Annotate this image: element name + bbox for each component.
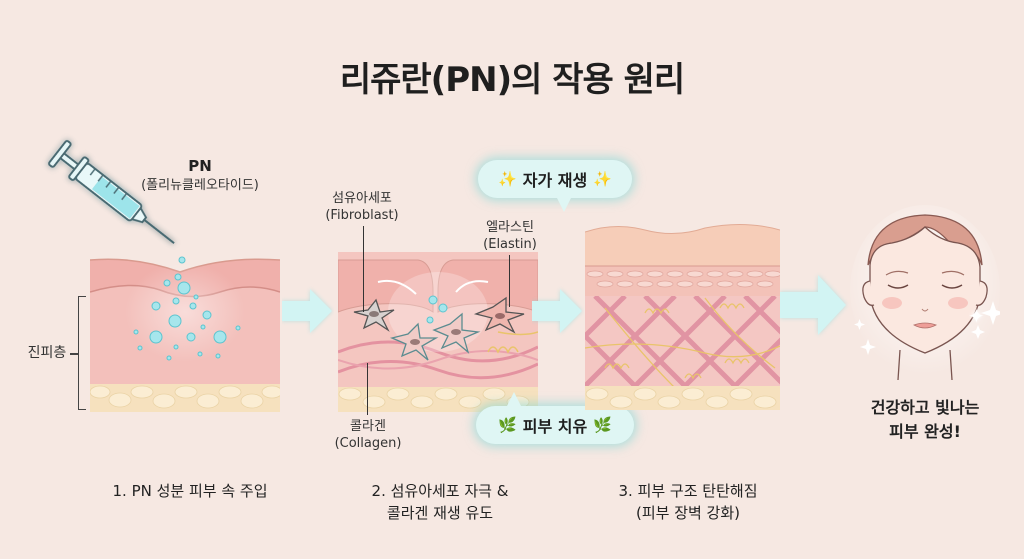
regeneration-bubble: ✨ 자가 재생 ✨ [478,160,632,212]
fibroblast-sublabel: (Fibroblast) [325,208,399,223]
step-3-caption: 3. 피부 구조 탄탄해짐 (피부 장벽 강화) [578,480,798,524]
collagen-label: 콜라겐 [350,419,386,434]
step-2-caption: 2. 섬유아세포 자극 & 콜라겐 재생 유도 [330,480,550,524]
elastin-label: 엘라스틴 [486,220,534,235]
sparkle-icon: ✨ [498,170,517,188]
regeneration-label: 자가 재생 [522,171,588,190]
dermis-bracket [78,296,86,410]
step-3-line2: (피부 장벽 강화) [635,504,741,522]
fibroblast-label: 섬유아세포 [332,191,392,206]
glowing-face-illustration [850,205,1005,385]
step-2-line2: 콜라겐 재생 유도 [386,504,494,522]
pn-label: PN [188,157,212,175]
sparkle-icon: ✦ [968,304,985,328]
fibroblast-cell-gray [353,298,395,332]
skin-panel-injection [90,252,280,412]
fibroblast-pointer-line [363,226,364,312]
arrow-right-icon [532,285,584,337]
healing-bubble: 🌿 피부 치유 🌿 [476,392,634,444]
dermis-label: 진피층 [27,345,67,361]
syringe-icon [40,132,190,262]
step-1-line1: 1. PN 성분 피부 속 주입 [112,482,268,500]
bubble-tail [506,392,522,408]
step-2-line1: 2. 섬유아세포 자극 & [371,482,509,500]
arrow-right-icon [282,285,334,337]
leaf-icon: 🌿 [498,416,517,434]
elastin-pointer-line [509,255,510,307]
leaf-icon: 🌿 [593,416,612,434]
result-line1: 건강하고 빛나는 [870,398,980,417]
arrow-right-icon [780,270,850,340]
dermis-bracket-tick [70,353,78,355]
page-title: 리쥬란(PN)의 작용 원리 [339,60,685,100]
step-3-line1: 3. 피부 구조 탄탄해짐 [618,482,758,500]
skin-panel-fibroblast [338,252,538,412]
bubble-tail [556,196,572,212]
step-1-caption: 1. PN 성분 피부 속 주입 [70,480,310,502]
pn-sublabel: (폴리뉴클레오타이드) [141,178,259,193]
collagen-sublabel: (Collagen) [334,436,402,451]
skin-cross-section-illustration [90,252,280,412]
healing-label: 피부 치유 [522,417,588,436]
result-line2: 피부 완성! [889,422,961,441]
skin-panel-firm [585,218,780,410]
sparkle-icon: ✨ [593,170,612,188]
collagen-pointer-line [367,363,368,415]
elastin-sublabel: (Elastin) [483,237,537,252]
